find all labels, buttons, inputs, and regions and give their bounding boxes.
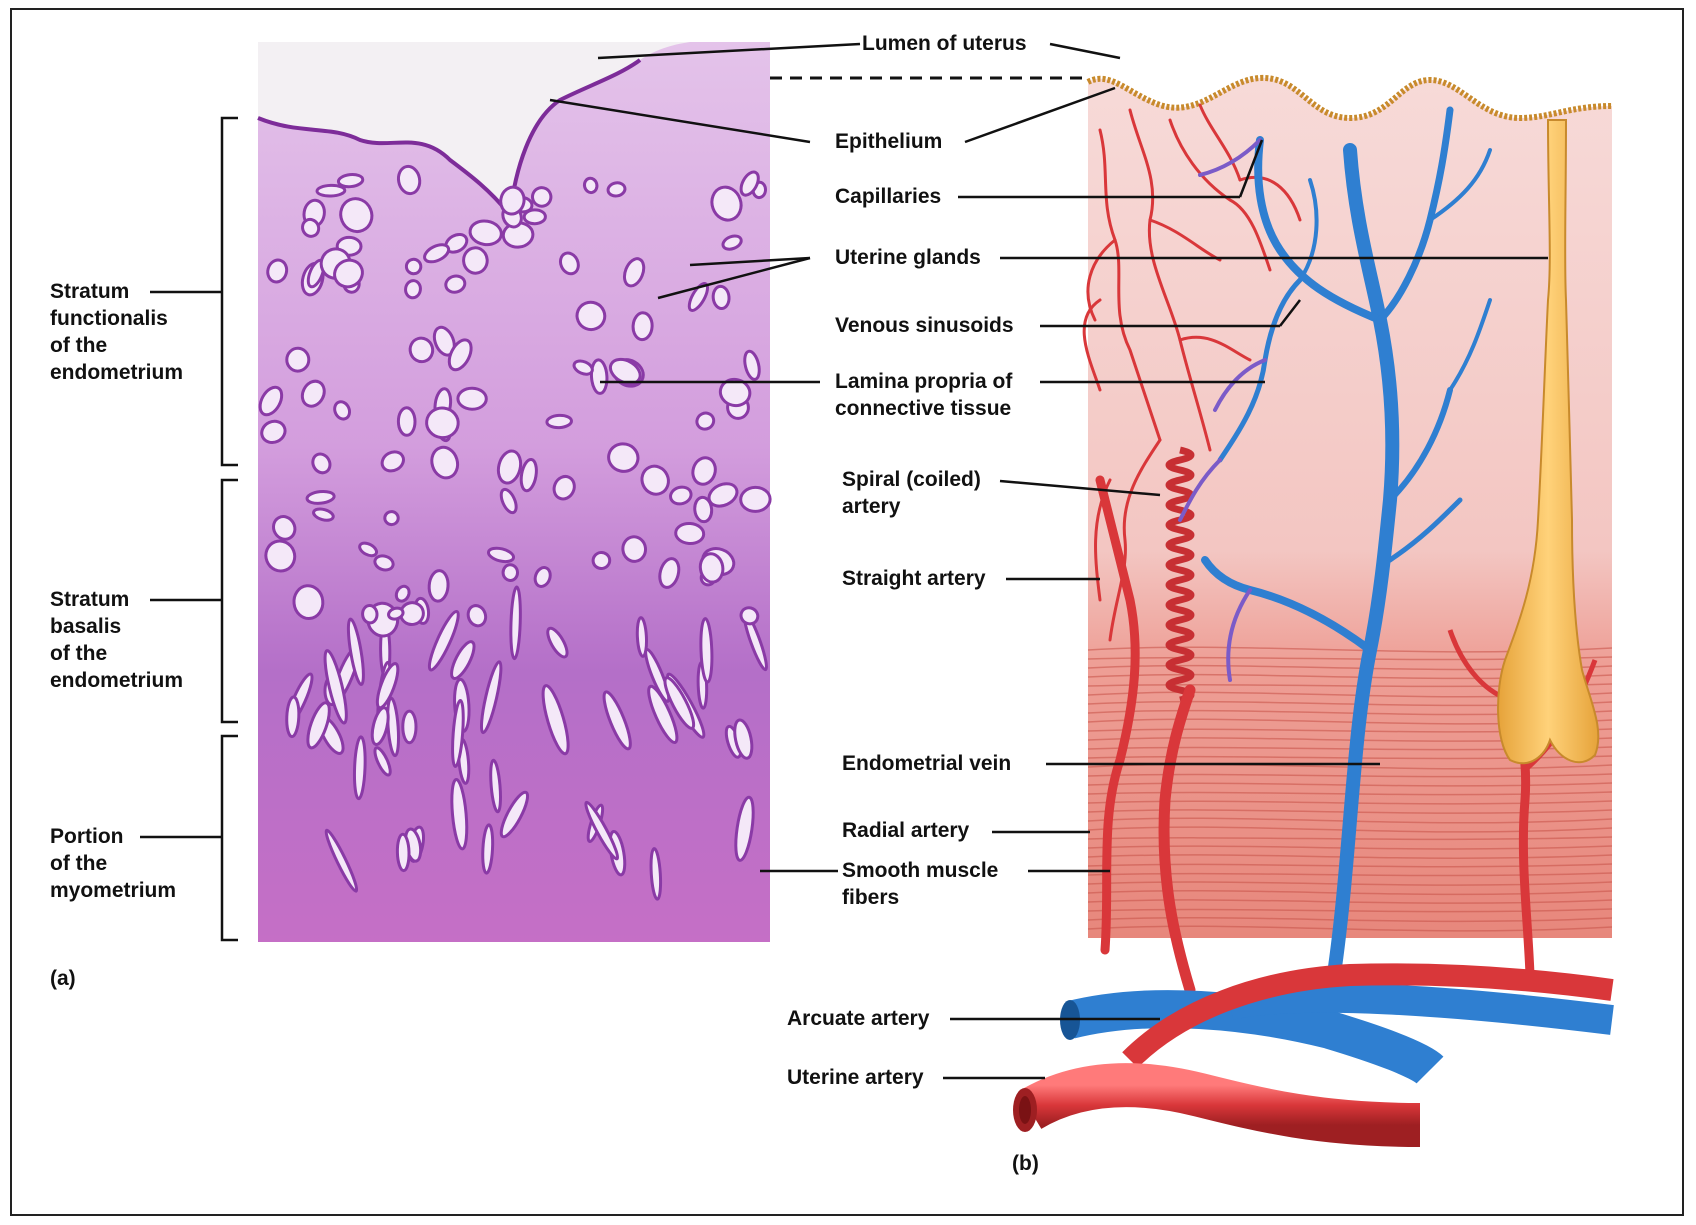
label-stratum-functionalis: Stratum functionalis of the endometrium — [50, 278, 183, 386]
gland-section — [592, 551, 611, 569]
label-epithelium: Epithelium — [835, 128, 942, 155]
gland-section — [428, 570, 449, 602]
gland-section — [547, 415, 572, 429]
gland-section — [712, 286, 730, 310]
gland-section — [286, 697, 300, 737]
gland-section — [458, 388, 487, 409]
arcuate-and-uterine-vessels — [1013, 974, 1612, 1132]
gland-section — [384, 511, 399, 526]
gland-section — [362, 605, 378, 623]
gland-section — [398, 408, 415, 436]
gland-section — [510, 587, 522, 659]
layer-brackets — [140, 118, 238, 940]
gland-section — [675, 523, 704, 545]
label-stratum-basalis: Stratum basalis of the endometrium — [50, 586, 183, 694]
gland-section — [632, 312, 653, 340]
panel-label-b: (b) — [1012, 1150, 1039, 1177]
label-capillaries: Capillaries — [835, 183, 941, 210]
histology-micrograph — [256, 42, 771, 942]
panel-label-a: (a) — [50, 965, 76, 992]
gland-section — [463, 247, 488, 274]
gland-section — [397, 834, 410, 871]
label-myometrium: Portion of the myometrium — [50, 823, 176, 904]
label-arcuate-artery: Arcuate artery — [787, 1005, 929, 1032]
label-smooth-muscle-fibers: Smooth muscle fibers — [842, 857, 998, 911]
gland-section — [503, 564, 518, 581]
label-uterine-glands: Uterine glands — [835, 244, 981, 271]
label-lamina-propria: Lamina propria of connective tissue — [835, 368, 1012, 422]
label-venous-sinusoids: Venous sinusoids — [835, 312, 1014, 339]
label-straight-artery: Straight artery — [842, 565, 986, 592]
label-spiral-artery: Spiral (coiled) artery — [842, 466, 981, 520]
label-uterine-artery: Uterine artery — [787, 1064, 924, 1091]
gland-section — [406, 259, 422, 275]
gland-section — [622, 536, 647, 563]
gland-section — [740, 487, 770, 512]
gland-section — [404, 280, 421, 299]
label-lumen-of-uterus: Lumen of uterus — [862, 30, 1027, 57]
gland-section — [524, 210, 545, 224]
endometrium-illustration — [1013, 78, 1612, 1132]
gland-section — [591, 359, 608, 393]
label-radial-artery: Radial artery — [842, 817, 969, 844]
label-endometrial-vein: Endometrial vein — [842, 750, 1011, 777]
gland-section — [403, 711, 416, 743]
gland-section — [583, 177, 598, 194]
gland-section — [286, 348, 309, 371]
gland-section — [317, 185, 345, 196]
